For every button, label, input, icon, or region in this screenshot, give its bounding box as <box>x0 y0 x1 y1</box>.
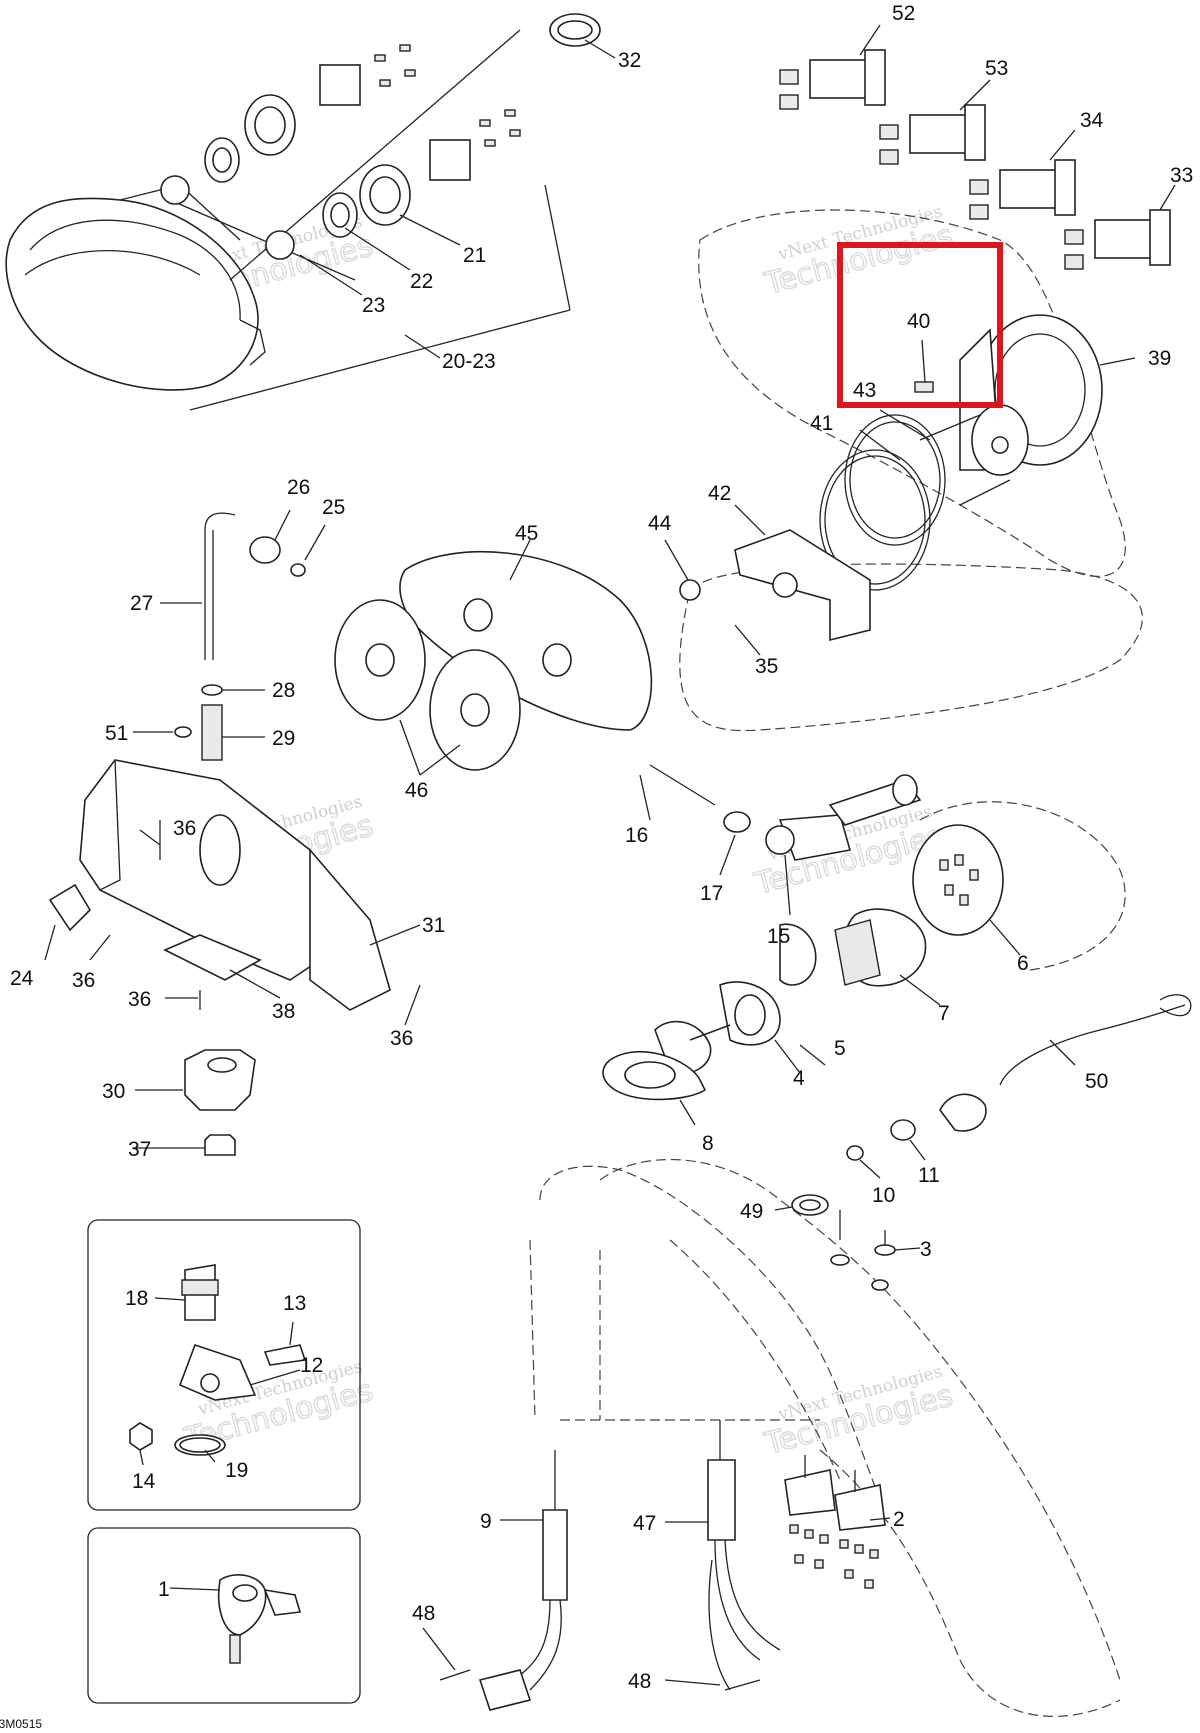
callout-38: 38 <box>272 1000 295 1023</box>
callout-48: 48 <box>412 1602 435 1625</box>
hardware-49-3 <box>791 1194 896 1291</box>
callout-46: 46 <box>405 779 428 802</box>
callout-28: 28 <box>272 679 295 702</box>
callout-13: 13 <box>283 1292 306 1315</box>
callout-45: 45 <box>515 522 538 545</box>
callout-47: 47 <box>633 1512 656 1535</box>
callout-52: 52 <box>892 2 915 25</box>
callout-9: 9 <box>480 1510 492 1533</box>
callout-49: 49 <box>740 1200 763 1223</box>
callout-36: 36 <box>390 1027 413 1050</box>
knob-assembly <box>184 1049 256 1156</box>
callout-18: 18 <box>125 1287 148 1310</box>
callout-16: 16 <box>625 824 648 847</box>
headlight-assembly <box>5 13 601 411</box>
callout-4: 4 <box>793 1067 805 1090</box>
callout-21: 21 <box>463 244 486 267</box>
callout-23: 23 <box>362 294 385 317</box>
callout-27: 27 <box>130 592 153 615</box>
rocker-switches <box>779 49 1171 270</box>
inset-box-lower <box>87 1527 361 1704</box>
ignition-assembly <box>602 764 1192 1161</box>
leader-lines <box>44 24 1176 1686</box>
callout-32: 32 <box>618 49 641 72</box>
callout-19: 19 <box>225 1459 248 1482</box>
callout-48: 48 <box>628 1670 651 1693</box>
dashed-outlines <box>529 209 1143 1717</box>
callout-30: 30 <box>102 1080 125 1103</box>
callout-3: 3 <box>920 1238 932 1261</box>
callout-31: 31 <box>422 914 445 937</box>
callout-17: 17 <box>700 882 723 905</box>
callout-35: 35 <box>755 655 778 678</box>
callout-36: 36 <box>72 969 95 992</box>
callout-36: 36 <box>173 817 196 840</box>
callout-2: 2 <box>893 1508 905 1531</box>
callout-43: 43 <box>853 379 876 402</box>
harness-assembly <box>439 1420 886 1711</box>
callout-6: 6 <box>1017 952 1029 975</box>
callout-39: 39 <box>1148 347 1171 370</box>
callout-34: 34 <box>1080 109 1104 132</box>
callout-15: 15 <box>767 925 790 948</box>
callout-40: 40 <box>907 310 930 333</box>
callout-29: 29 <box>272 727 295 750</box>
callout-26: 26 <box>287 476 310 499</box>
callout-37: 37 <box>128 1138 151 1161</box>
callout-labels: 52 53 34 33 32 21 22 23 20-23 40 43 39 4… <box>10 2 1193 1693</box>
callout-51: 51 <box>105 722 128 745</box>
bracket-assembly <box>48 759 391 1011</box>
callout-36: 36 <box>128 988 151 1011</box>
callout-22: 22 <box>410 270 433 293</box>
callout-1: 1 <box>158 1578 170 1601</box>
terminal-pins <box>374 44 521 147</box>
callout-8: 8 <box>702 1132 714 1155</box>
callout-41: 41 <box>810 412 833 435</box>
callout-5: 5 <box>834 1037 846 1060</box>
callout-24: 24 <box>10 967 34 990</box>
mast-assembly <box>174 512 306 761</box>
callout-11: 11 <box>918 1164 940 1187</box>
callout-14: 14 <box>132 1470 156 1493</box>
connector-pins <box>939 854 979 906</box>
callout-42: 42 <box>708 482 731 505</box>
callout-10: 10 <box>872 1184 895 1207</box>
callout-25: 25 <box>322 496 345 519</box>
gauge-assembly <box>679 314 1103 642</box>
highlight-box <box>837 242 1003 408</box>
callout-33: 33 <box>1170 164 1193 187</box>
callout-53: 53 <box>985 57 1008 80</box>
callout-50: 50 <box>1085 1070 1108 1093</box>
callout-20-23: 20-23 <box>442 350 496 373</box>
inset-box-upper <box>87 1219 361 1511</box>
mounting-plates <box>334 551 653 771</box>
terminal-pins <box>789 1524 879 1589</box>
callout-12: 12 <box>300 1354 323 1377</box>
callout-7: 7 <box>938 1002 950 1025</box>
callout-44: 44 <box>648 512 672 535</box>
